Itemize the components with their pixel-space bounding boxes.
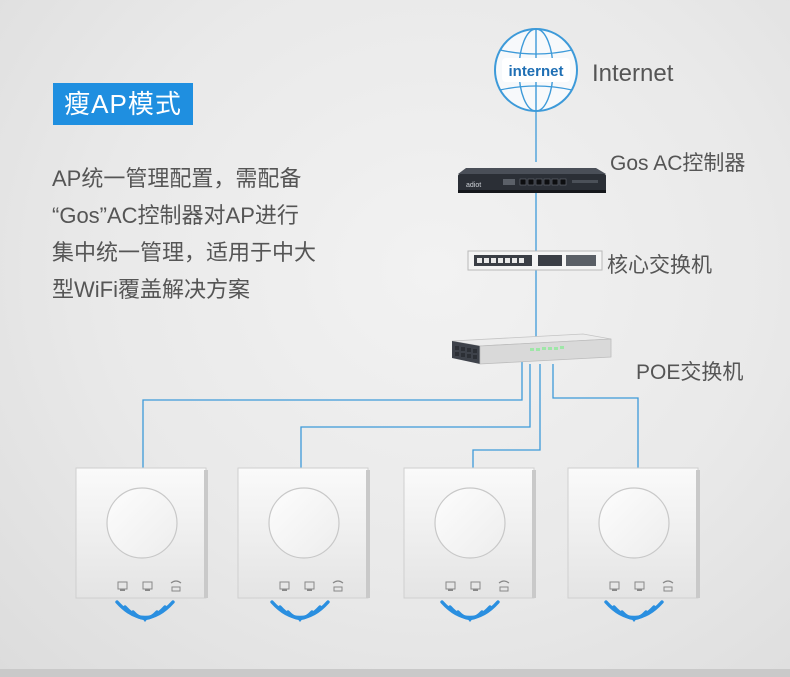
wifi-waves-icon — [272, 602, 328, 622]
description-line: 集中统一管理，适用于中大 — [52, 234, 382, 271]
description-line: 型WiFi覆盖解决方案 — [52, 271, 382, 308]
internet-label: Internet — [592, 60, 673, 88]
ac-controller-label: Gos AC控制器 — [610, 147, 745, 177]
ac-device-brand: adiot — [466, 182, 481, 189]
internet-globe-icon: internet — [495, 29, 577, 111]
link-poe-ap1 — [143, 362, 522, 470]
access-point-1 — [76, 468, 208, 598]
link-poe-ap4 — [553, 364, 638, 470]
core-switch-device — [468, 251, 602, 270]
description-line: AP统一管理配置，需配备 — [52, 160, 382, 197]
poe-switch-device — [452, 334, 611, 364]
bottom-divider — [0, 669, 790, 677]
mode-badge: 瘦AP模式 — [53, 83, 193, 125]
globe-text: internet — [508, 63, 563, 80]
wifi-waves-icon — [606, 602, 662, 622]
link-poe-ap2 — [301, 364, 530, 470]
description-line: “Gos”AC控制器对AP进行 — [52, 197, 382, 234]
wifi-waves-icon — [442, 602, 498, 622]
ac-controller-device: adiot — [458, 168, 606, 193]
wifi-waves-icon — [117, 602, 173, 622]
mode-description: AP统一管理配置，需配备 “Gos”AC控制器对AP进行 集中统一管理，适用于中… — [52, 160, 382, 308]
access-point-3 — [404, 468, 536, 598]
access-point-2 — [238, 468, 370, 598]
poe-switch-label: POE交换机 — [636, 356, 743, 386]
access-point-4 — [568, 468, 700, 598]
core-switch-label: 核心交换机 — [607, 249, 712, 279]
